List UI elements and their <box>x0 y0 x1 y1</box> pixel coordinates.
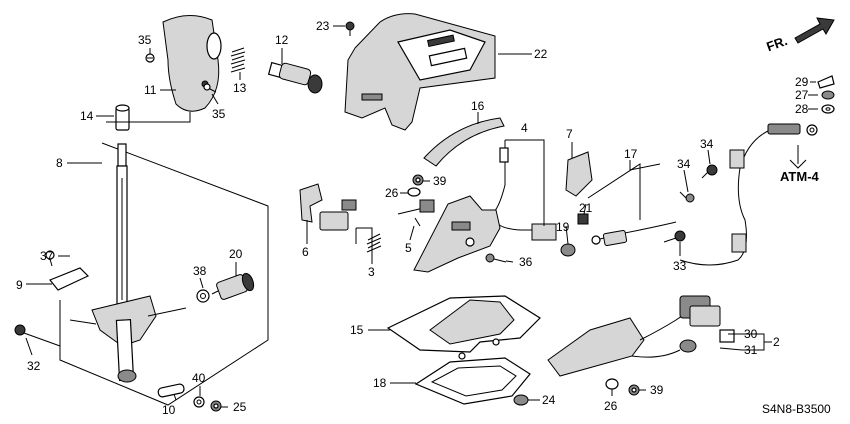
cable-assy-2 <box>547 295 735 377</box>
shift-gate <box>413 195 501 273</box>
callout-19: 19 <box>556 220 570 234</box>
callout-27: 27 <box>795 88 809 102</box>
callout-numbers: 35 11 14 13 35 12 23 22 8 37 9 32 20 38 … <box>16 19 831 417</box>
clip-21 <box>577 213 589 225</box>
callout-17: 17 <box>624 147 638 161</box>
washer-26-lower <box>605 378 619 390</box>
cover-16 <box>423 117 505 167</box>
bolt-33 <box>663 230 686 243</box>
callout-26-lower: 26 <box>604 399 618 413</box>
callout-32: 32 <box>27 359 41 373</box>
callout-30: 30 <box>744 327 758 341</box>
bushing-19 <box>560 243 576 257</box>
washer-26-upper <box>407 187 421 197</box>
harness-4 <box>493 147 557 241</box>
clip-29 <box>817 75 835 89</box>
callout-2: 2 <box>773 335 780 349</box>
callout-24: 24 <box>542 393 556 407</box>
front-direction-arrow: FR. <box>764 17 835 54</box>
callout-11: 11 <box>144 83 157 97</box>
callout-39-upper: 39 <box>433 174 447 188</box>
callout-3: 3 <box>368 265 375 279</box>
callout-13: 13 <box>233 81 247 95</box>
callout-40: 40 <box>192 371 206 385</box>
callout-6: 6 <box>302 245 309 259</box>
plate-9 <box>49 267 90 291</box>
indicator-panel-22 <box>344 13 496 131</box>
callout-7: 7 <box>566 127 573 141</box>
callout-20: 20 <box>229 247 243 261</box>
callout-38: 38 <box>193 264 207 278</box>
callout-39-lower: 39 <box>650 383 664 397</box>
callout-29: 29 <box>795 75 809 89</box>
shift-lever-8 <box>59 142 269 406</box>
callout-34-left: 34 <box>677 157 691 171</box>
callout-26-upper: 26 <box>385 186 399 200</box>
pin-5 <box>397 199 435 227</box>
nut-38 <box>196 289 210 303</box>
nut-25 <box>210 400 222 412</box>
bracket-7 <box>565 151 593 197</box>
diagram-code: S4N8-B3500 <box>762 402 831 416</box>
callout-10: 10 <box>162 403 176 417</box>
cap-24 <box>513 394 529 406</box>
bolt-32 <box>14 324 61 347</box>
callout-21: 21 <box>579 201 593 215</box>
callout-15: 15 <box>350 323 364 337</box>
callout-37: 37 <box>40 249 54 263</box>
callout-23: 23 <box>316 19 330 33</box>
shift-cable <box>679 123 818 266</box>
callout-25: 25 <box>233 400 247 414</box>
callout-14: 14 <box>80 109 94 123</box>
bolt-36 <box>485 253 507 263</box>
button-12 <box>267 61 323 94</box>
callout-8: 8 <box>56 156 63 170</box>
front-label: FR. <box>764 33 789 54</box>
bolt-34-left <box>679 191 695 203</box>
screw-35-top <box>145 53 155 63</box>
bushing-14 <box>115 104 130 131</box>
callout-5: 5 <box>405 241 412 255</box>
screw-23 <box>345 21 355 36</box>
nut-39-lower <box>628 384 640 396</box>
callout-33: 33 <box>673 259 687 273</box>
solenoid-20 <box>211 272 255 300</box>
shift-knob <box>162 15 222 112</box>
washer-28 <box>821 104 835 114</box>
callout-22: 22 <box>534 47 548 61</box>
callout-12: 12 <box>275 33 289 47</box>
base-plate-15 <box>386 295 541 360</box>
atm-4-reference: ATM-4 <box>780 169 820 184</box>
cable-17 <box>591 221 677 247</box>
leader-lines <box>25 25 818 408</box>
callout-34-right: 34 <box>700 137 714 151</box>
bolt-34-right <box>701 164 718 179</box>
washer-40 <box>193 396 205 408</box>
callout-4: 4 <box>521 121 528 135</box>
gasket-18 <box>414 357 531 405</box>
callout-9: 9 <box>16 278 23 292</box>
callout-16: 16 <box>471 99 485 113</box>
spring-13 <box>230 47 246 73</box>
callout-18: 18 <box>373 376 387 390</box>
nut-39-upper <box>412 174 424 186</box>
pin-10 <box>157 383 185 398</box>
callout-35-lower: 35 <box>212 107 226 121</box>
clip-6 <box>299 183 323 223</box>
bolt-37 <box>45 250 55 267</box>
callout-28: 28 <box>795 102 809 116</box>
screw-35-lower <box>203 83 217 93</box>
washer-27 <box>821 90 835 100</box>
callout-35-top: 35 <box>138 33 152 47</box>
callout-36: 36 <box>519 255 533 269</box>
callout-31: 31 <box>744 343 758 357</box>
switch-3 <box>319 199 382 253</box>
